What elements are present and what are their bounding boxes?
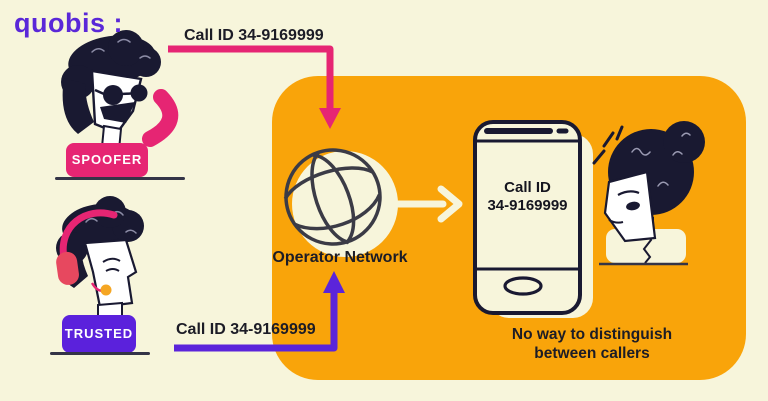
trusted-baseline — [50, 352, 150, 355]
trusted-badge: TRUSTED — [62, 315, 136, 353]
caption-line1: No way to distinguish — [511, 326, 673, 343]
spoofer-call-id-label: Call ID 34-9169999 — [184, 27, 324, 44]
globe-icon — [283, 148, 398, 257]
spoofer-badge: SPOOFER — [66, 143, 148, 177]
spoofer-arrow — [168, 45, 341, 129]
quobis-logo: quobis : — [14, 8, 123, 38]
smartphone-icon — [473, 120, 593, 318]
microphone-icon — [100, 284, 112, 296]
headset-icon — [56, 209, 118, 285]
caption: No way to distinguish between callers — [486, 325, 698, 363]
operator-network-label: Operator Network — [272, 249, 408, 266]
phone-screen-line2: 34-9169999 — [487, 197, 568, 214]
spoofer-illustration — [61, 30, 179, 152]
callee-illustration — [592, 121, 705, 266]
spoofer-baseline — [55, 177, 185, 180]
phone-handset-icon — [142, 89, 179, 147]
caption-line2: between callers — [534, 345, 650, 362]
alarm-lines-icon — [592, 125, 624, 165]
sunglasses-icon — [94, 84, 148, 105]
network-to-phone-arrow — [388, 185, 463, 223]
phone-screen-call-id: Call ID 34-9169999 — [477, 179, 578, 215]
phone-screen-line1: Call ID — [504, 179, 551, 196]
trusted-arrow — [174, 271, 345, 352]
trusted-caller-illustration — [56, 196, 144, 319]
trusted-call-id-label: Call ID 34-9169999 — [176, 321, 316, 338]
